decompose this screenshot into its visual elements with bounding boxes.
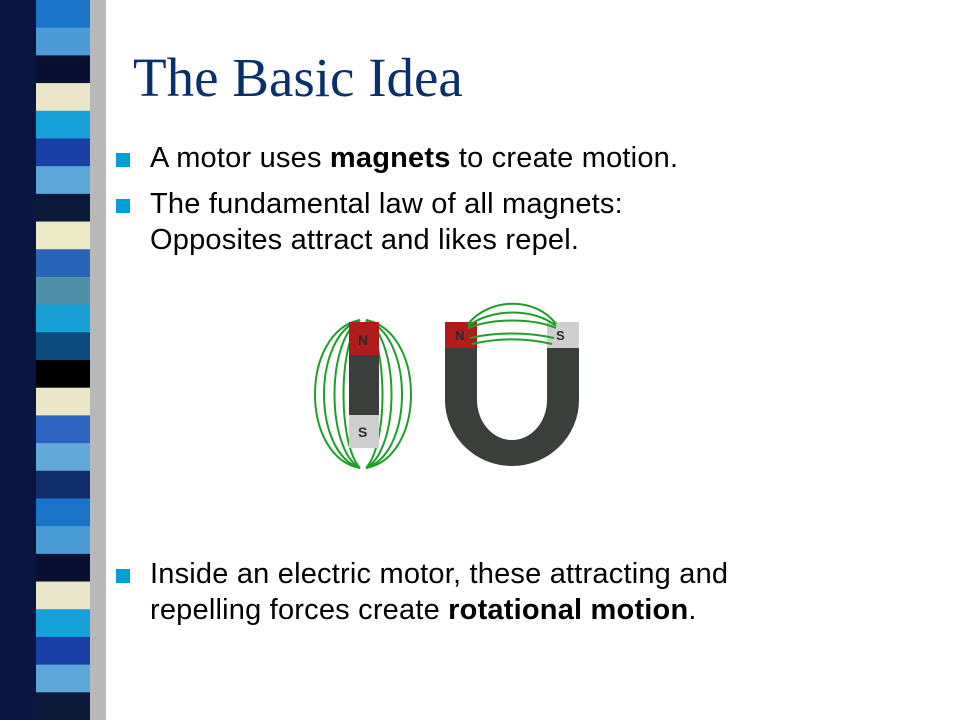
horseshoe-south-label: S xyxy=(556,328,565,343)
bar-magnet-north-label: N xyxy=(358,332,368,348)
bullet-item-1: A motor uses magnets to create motion. xyxy=(116,140,906,176)
bullet-text-pre: repelling forces create xyxy=(150,594,449,626)
bar-magnet-south-label: S xyxy=(358,424,367,440)
bullet-text-post: . xyxy=(688,594,697,626)
bullet-text-line1: The fundamental law of all magnets: xyxy=(150,188,623,220)
horseshoe-north-label: N xyxy=(455,328,464,343)
bullet-text-bold: rotational motion xyxy=(448,594,689,626)
bullet-text-line2: Opposites attract and likes repel. xyxy=(150,224,580,256)
bullet-marker-icon xyxy=(116,569,130,583)
bullet-marker-icon xyxy=(116,199,130,213)
bullet-item-3: Inside an electric motor, these attracti… xyxy=(116,556,950,628)
bullet-list: A motor uses magnets to create motion. T… xyxy=(116,140,906,268)
bullet-text-pre: A motor uses xyxy=(150,142,330,174)
magnets-illustration: N S N S xyxy=(300,292,600,488)
bullet-item-2: The fundamental law of all magnets: Oppo… xyxy=(116,186,906,258)
bullet-text-bold: magnets xyxy=(329,142,451,174)
bar-magnet: N S xyxy=(349,322,379,448)
bullet-text-post: to create motion. xyxy=(450,142,679,174)
bullet-marker-icon xyxy=(116,153,130,167)
slide-title: The Basic Idea xyxy=(133,47,463,108)
horseshoe-magnet: N S xyxy=(445,302,579,466)
horseshoe-field-lines xyxy=(467,302,557,345)
bullet-text-line1: Inside an electric motor, these attracti… xyxy=(150,558,729,590)
magnets-graphic: N S N S xyxy=(314,302,579,469)
side-decoration-stripes xyxy=(0,0,130,721)
stripe-graphic xyxy=(0,0,106,721)
